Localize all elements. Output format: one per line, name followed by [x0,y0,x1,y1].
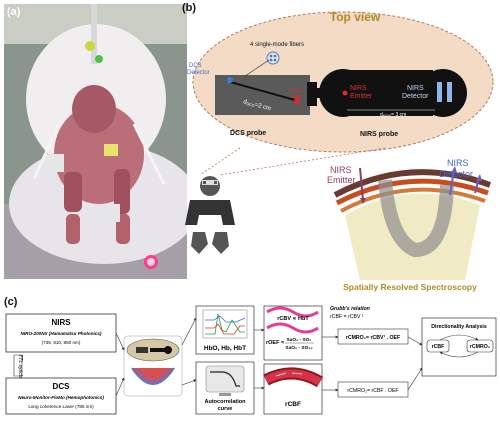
nirs-detector-bar-2 [447,82,452,102]
nirs-probe-middle [343,70,433,116]
dir-rcmro2-label: rCMRO₂ [470,344,491,350]
panel-label-b: (b) [182,2,197,14]
srs-emitter-label-2: Emitter [327,175,356,185]
autocorr-label-1: Autocorrelation [205,399,247,405]
nirs-detector-label-1: NIRS [407,85,424,92]
hb-label: HbO, Hb, HbT [204,345,246,352]
dcs-laser-dot [294,98,300,104]
roef-denominator: SaO₂ - SO₂₀ [285,345,312,351]
dcs-device-box [5,377,117,415]
grubb-equation: rCBF = rCBV ¹ [330,314,364,320]
nirs-device-wavelengths: (735, 810, 850 nm) [42,340,81,345]
ttl-sync-label: TTL synch [17,354,23,377]
directionality-title: Directionality Analysis [431,324,487,330]
baby-icon [185,176,235,254]
roef-lhs: rOEF = [266,340,284,346]
autocorr-label-2: curve [218,406,233,412]
nirs-probe-label: NIRS probe [360,131,398,138]
srs-diagram [333,166,492,280]
dcs-probe-connector [307,82,317,106]
rcbf-label: rCBF [285,401,301,408]
dir-rcbf-label: rCBF [432,344,445,350]
srs-tissue-icon [131,367,175,385]
infant-photo-drawing [4,4,187,279]
roef-numerator: SaO₂ - SO₂ [286,337,311,343]
rcmro2-eq-a: rCMRO₂= rCBV¹ . OEF [346,335,400,341]
srs-emitter-label-1: NIRS [330,165,352,175]
rcbv-equation: rCBV ∝ HbT [277,316,309,322]
fibers-label: 4 single-mode fibers [250,42,304,48]
nirs-probe-right [419,69,467,117]
dcs-distance-label: dDCS=2 cm [242,99,271,112]
panel-label-a: (a) [7,6,21,18]
nirs-emitter-label-2: Emitter [350,93,373,100]
dcs-detector-label-2: Detector [187,70,210,76]
dcs-fiber-line [229,81,296,101]
fiber-bundle-icon [266,51,280,65]
dir-rcmro2-node [466,339,494,353]
panel-label-c: (c) [4,296,18,308]
dir-rcbf-node [426,339,450,353]
nirs-device-title: NIRS [51,318,71,327]
dcs-device-name: Neuro-Monitor-FloMo (Hemophotonics) [18,395,104,400]
panel-b-diagram: Top view 4 single-mode fibers DCS Detect… [185,10,494,292]
dcs-device-laser: Long coherence Laser (785 nm) [28,404,94,409]
dcs-detector-label-1: DCS [189,63,202,69]
dcs-probe-label: DCS probe [230,130,266,137]
nirs-distance-label: dNIRS= 3 cm [380,112,406,118]
nirs-detector-label-2: Detector [402,93,429,100]
rcmro2-box-a [337,328,409,345]
top-view-title: Top view [330,10,381,24]
grubb-title: Grubb's relation [330,306,370,312]
srs-detector-label-1: NIRS [447,158,469,168]
nirs-detector-bar-1 [437,82,442,102]
rcmro2-eq-b: rCMRO₂= rCBF . OEF [347,388,398,394]
ttl-sync-arrow [13,354,23,377]
nirs-emitter-label-1: NIRS [350,85,367,92]
dcs-device-title: DCS [53,382,71,391]
nirs-device-name: NIRO-200NX (Hamamatsu Photonics) [21,331,102,336]
panel-c-flowchart: NIRS NIRO-200NX (Hamamatsu Photonics) (7… [5,305,497,415]
srs-detector-label-2: Detector [439,169,473,179]
srs-caption: Spatially Resolved Spectroscopy [343,282,477,292]
infant-photo: (a) [4,4,187,279]
dcs-laser-label-2: Laser [290,94,303,100]
nirs-device-box [5,313,117,353]
dcs-detector-dot [227,77,233,83]
nirs-emitter-dot [342,90,348,96]
dcs-laser-label-1: DCS [290,88,301,94]
